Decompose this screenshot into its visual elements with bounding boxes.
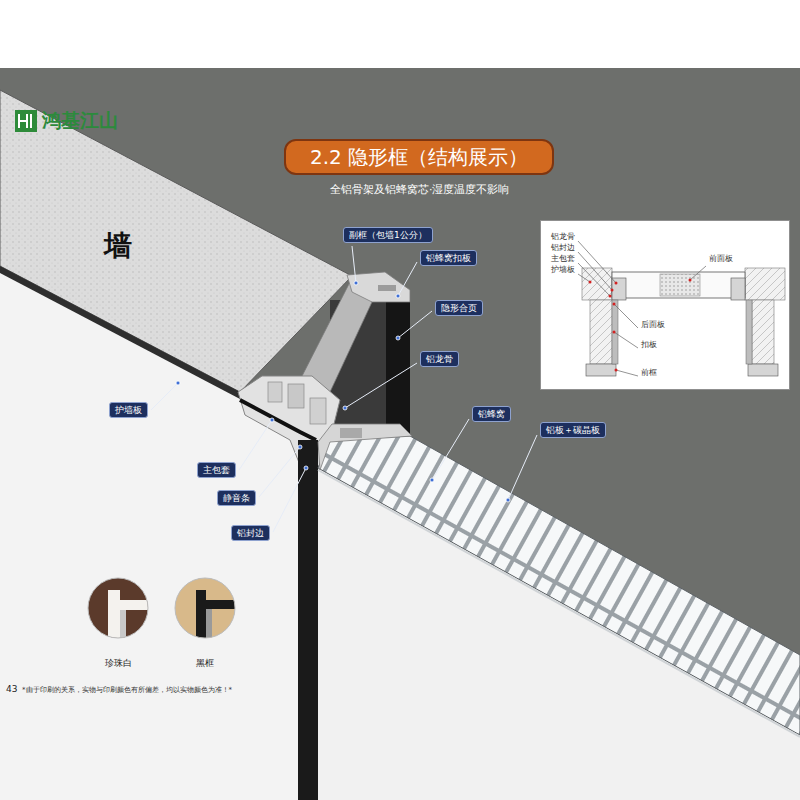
callout-text: 铝蜂窝扣板	[426, 253, 471, 263]
swatch-label: 黑框	[196, 658, 214, 669]
jamb-strip	[386, 296, 410, 436]
honeycomb	[318, 436, 800, 735]
swatch-black-frame	[175, 578, 235, 638]
callout-tag: 铝蜂窝扣板	[420, 250, 477, 266]
inset-leaders	[578, 241, 706, 376]
callout-tag: 静音条	[217, 490, 256, 506]
callout-text: 隐形合页	[441, 303, 477, 313]
wall-label: 墙	[104, 228, 132, 263]
leader-lines	[151, 246, 537, 532]
seal-channel	[240, 400, 316, 440]
callout-text: 护墙板	[115, 405, 142, 415]
brand-name: 鸿基江山	[42, 108, 118, 132]
callout-tag: 隐形合页	[435, 300, 483, 316]
callout-tag: 铝龙骨	[420, 351, 459, 367]
subtitle: 全铝骨架及铝蜂窝芯·湿度温度不影响	[330, 183, 510, 197]
callout-tag: 副框（包墙1公分）	[343, 227, 433, 243]
callout-tag: 主包套	[197, 462, 236, 478]
logo-icon	[15, 110, 37, 132]
swatch-pearl-white	[88, 578, 148, 638]
profile-detail	[340, 428, 362, 438]
profile-chamber	[268, 382, 282, 402]
callout-text: 铝封边	[237, 528, 264, 538]
profile-chamber	[310, 398, 326, 424]
door-profile	[318, 424, 412, 470]
wall-panel-edge	[0, 266, 240, 399]
print-note: *由于印刷的关系，实物与印刷颜色有所偏差，均以实物颜色为准！*	[22, 686, 232, 695]
part-label: 主包套	[551, 254, 575, 264]
logo-mark	[19, 114, 31, 128]
profile-detail	[378, 285, 396, 291]
callout-text: 铝蜂窝	[478, 409, 505, 419]
panel-edge	[318, 470, 800, 737]
callout-text: 铝龙骨	[426, 354, 453, 364]
title-banner: 2.2 隐形框（结构展示）	[284, 139, 554, 175]
black-frame	[298, 440, 318, 800]
callout-text: 铝板＋碳晶板	[546, 425, 600, 435]
leader-dots	[176, 281, 510, 502]
swatch-label: 珍珠白	[105, 658, 132, 669]
part-label: 前框	[641, 368, 657, 378]
part-label: 后面板	[641, 320, 665, 330]
page-number: 43	[6, 684, 17, 695]
callout-tag: 铝封边	[231, 525, 270, 541]
sub-frame	[347, 272, 410, 302]
part-label: 护墙板	[551, 265, 575, 275]
callout-tag: 铝板＋碳晶板	[540, 422, 606, 438]
inset-diagram: 铝龙骨铝封边主包套护墙板 前面板后面板扣板前框	[540, 220, 790, 390]
callout-tag: 铝蜂窝	[472, 406, 511, 422]
profile-chamber	[288, 384, 304, 408]
callout-text: 副框（包墙1公分）	[349, 230, 427, 240]
inset-dots	[589, 279, 692, 372]
part-label: 前面板	[709, 254, 733, 264]
swatch-ring	[88, 578, 148, 638]
callout-text: 静音条	[223, 493, 250, 503]
part-label: 铝封边	[551, 243, 575, 253]
part-label: 铝龙骨	[551, 232, 575, 242]
callout-tag: 护墙板	[109, 402, 148, 418]
callout-text: 主包套	[203, 465, 230, 475]
swatch-ring	[175, 578, 235, 638]
inset-sketch	[582, 268, 785, 376]
part-label: 扣板	[641, 340, 657, 350]
inset-ground	[540, 220, 790, 390]
